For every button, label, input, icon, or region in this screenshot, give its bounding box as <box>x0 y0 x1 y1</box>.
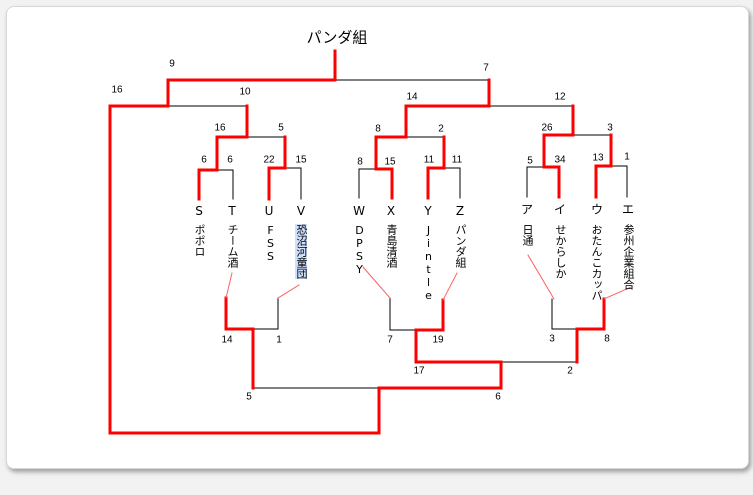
score-label: 16 <box>214 122 226 134</box>
score-label: 14 <box>406 91 418 103</box>
score-label: 6 <box>495 391 501 403</box>
score-label: 22 <box>263 154 275 166</box>
score-label: 5 <box>527 155 533 167</box>
score-label: 5 <box>246 391 252 403</box>
score-label: 11 <box>451 154 463 166</box>
score-label: 16 <box>111 84 123 96</box>
score-label: 8 <box>375 123 381 135</box>
team-name: せからしか <box>554 224 567 279</box>
team-name: 日通 <box>521 224 534 246</box>
score-label: 7 <box>387 334 393 346</box>
score-label: 9 <box>169 58 175 70</box>
team-letter: エ <box>621 202 635 217</box>
team-name: 参州企業組合 <box>622 224 635 290</box>
team-letter: S <box>195 204 203 218</box>
score-label: 8 <box>604 333 610 345</box>
score-label: 8 <box>357 156 363 168</box>
team-name: FSS <box>264 224 277 263</box>
score-label: 17 <box>413 365 425 377</box>
team-letter: ア <box>520 202 534 217</box>
score-label: 26 <box>541 122 553 134</box>
team-name: Jintle <box>422 224 435 302</box>
team-letter: Y <box>424 204 432 218</box>
score-label: 15 <box>295 154 307 166</box>
team-letter: X <box>386 204 396 218</box>
score-label: 15 <box>384 156 396 168</box>
score-label: 12 <box>554 91 566 103</box>
team-name: 青島清酒 <box>385 224 398 268</box>
score-label: 10 <box>239 86 251 98</box>
score-label: 5 <box>278 122 284 134</box>
team-letter: ウ <box>590 202 604 217</box>
team-name: パンダ組 <box>454 224 467 268</box>
team-name: チーム酒 <box>226 224 239 268</box>
team-name: 恐沼河童団 <box>295 224 308 279</box>
score-label: 7 <box>483 62 489 74</box>
team-letter: イ <box>553 202 567 217</box>
loser-lines <box>167 79 628 389</box>
score-label: 3 <box>549 333 555 345</box>
team-letter: W <box>353 204 365 218</box>
score-label: 3 <box>607 122 613 134</box>
team-letter: V <box>296 204 306 218</box>
team-name: DPSY <box>353 224 366 276</box>
score-label: 2 <box>567 365 573 377</box>
team-letter: T <box>228 204 236 218</box>
score-label: 1 <box>276 334 282 346</box>
winner-lines <box>108 49 613 435</box>
score-label: 2 <box>438 123 444 135</box>
score-label: 34 <box>554 154 566 166</box>
score-label: 19 <box>432 334 444 346</box>
score-label: 13 <box>592 152 604 164</box>
team-name: ポポロ <box>193 224 206 257</box>
team-name: おたんこカッパ <box>590 224 603 301</box>
score-label: 6 <box>227 154 233 166</box>
score-label: 1 <box>624 151 630 163</box>
link-lines <box>225 254 632 301</box>
score-label: 14 <box>221 334 233 346</box>
team-letter: U <box>264 204 274 218</box>
team-letter: Z <box>455 204 465 218</box>
bracket-title: パンダ組 <box>306 28 368 47</box>
score-label: 11 <box>423 154 435 166</box>
score-label: 6 <box>201 154 207 166</box>
